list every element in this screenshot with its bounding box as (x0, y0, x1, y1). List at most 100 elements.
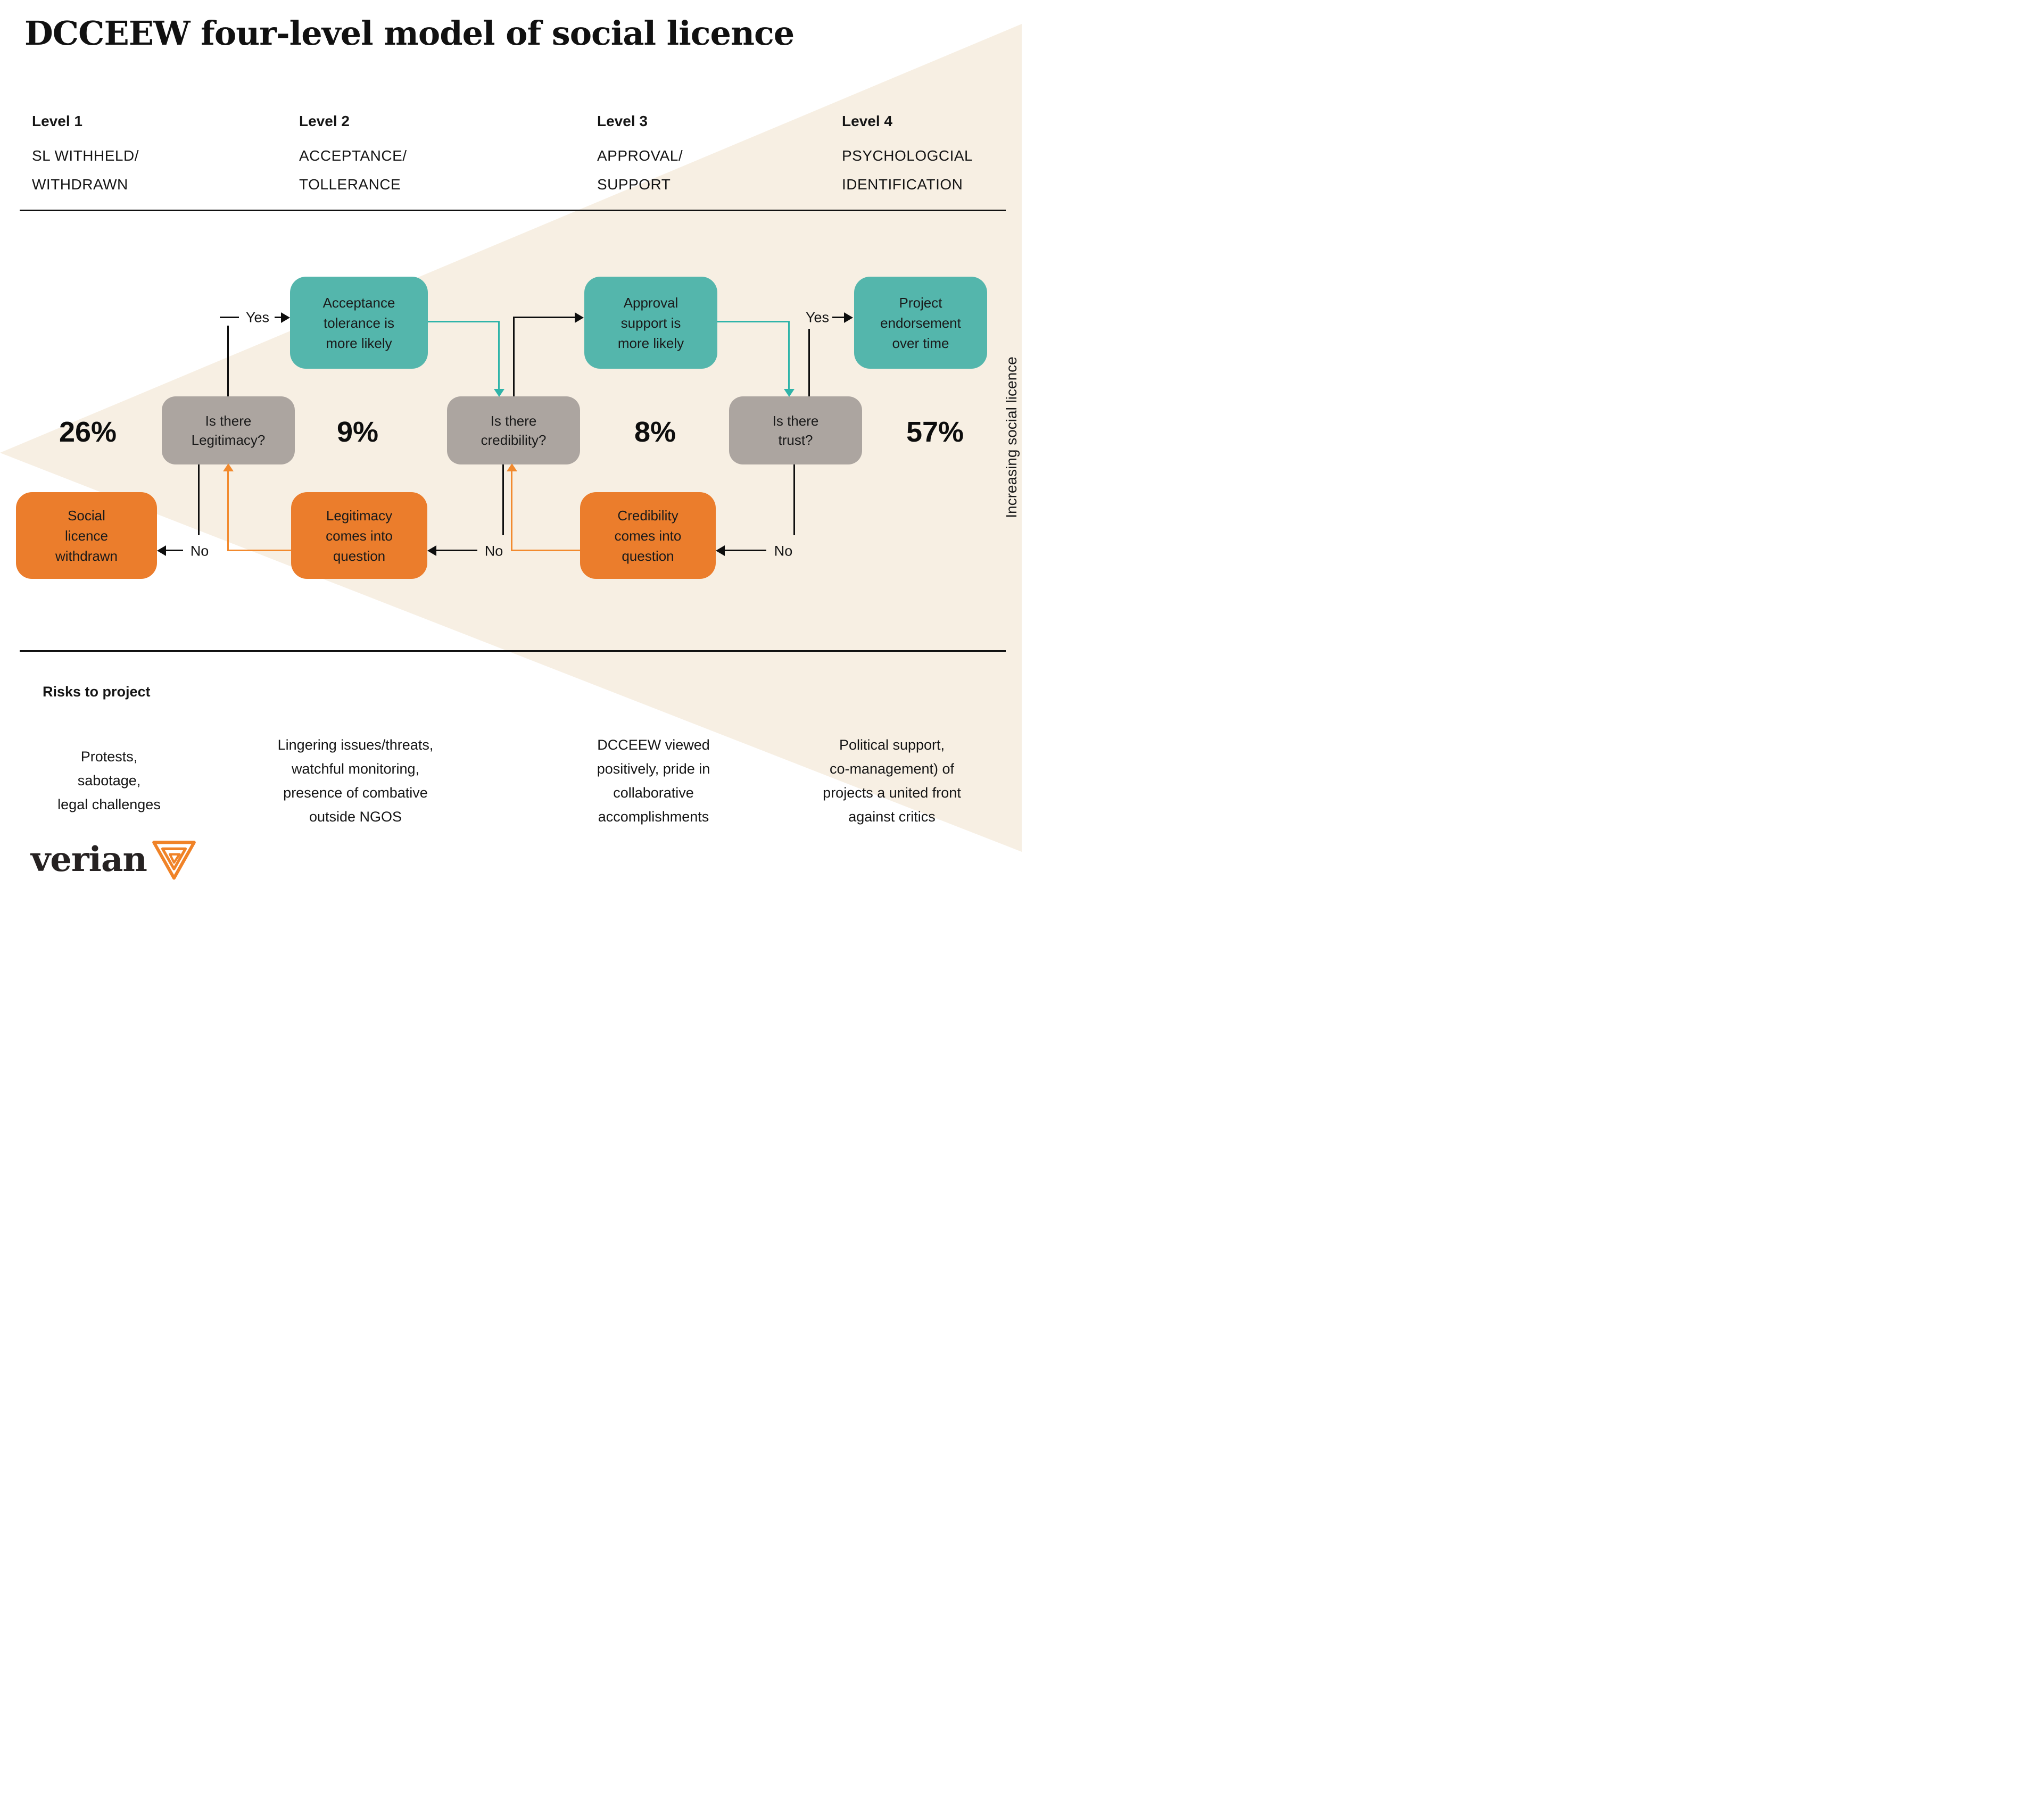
level-label: Level 4 (842, 113, 892, 129)
risk-line: Lingering issues/threats, (277, 737, 434, 753)
risk-column-4: Political support, co-management) of pro… (775, 733, 1009, 829)
box-text-line: Is there (490, 413, 537, 429)
outcome-box-endorsement: Project endorsement over time (854, 277, 987, 369)
box-text-line: more likely (326, 335, 392, 351)
box-text-line: question (333, 547, 386, 564)
decision-box-credibility: Is there credibility? (447, 396, 580, 464)
axis-label: Increasing social licence (1003, 356, 1020, 518)
risk-line: collaborative (613, 785, 694, 801)
risk-box-licence-withdrawn: Social licence withdrawn (16, 492, 157, 579)
teal2-connector-drop (788, 321, 790, 390)
orange1-connector-riser (227, 471, 229, 551)
arrowhead-left-icon (716, 545, 725, 556)
risk-column-3: DCCEEW viewed positively, pride in colla… (536, 733, 771, 829)
level-subtitle-line: IDENTIFICATION (842, 176, 963, 193)
level-column-2: Level 2 ACCEPTANCE/ TOLLERANCE (299, 113, 491, 199)
box-text-line: Credibility (617, 507, 678, 524)
credibility-yes-riser (513, 318, 515, 396)
arrowhead-right-icon (575, 312, 584, 323)
no-label: No (774, 543, 793, 559)
level-subtitle: PSYCHOLOGCIAL IDENTIFICATION (842, 142, 1022, 199)
risk-line: Protests, (80, 749, 138, 765)
level-subtitle-line: TOLLERANCE (299, 176, 401, 193)
risk-line: sabotage, (77, 773, 141, 788)
level-column-4: Level 4 PSYCHOLOGCIAL IDENTIFICATION (842, 113, 1022, 199)
yes2-connector-riser (808, 329, 810, 396)
arrowhead-right-icon (844, 312, 853, 323)
no-label: No (484, 543, 503, 559)
box-text-line: endorsement (880, 314, 961, 331)
no3-connector-line (725, 550, 766, 551)
box-text-line: support is (620, 314, 681, 331)
level-subtitle-line: PSYCHOLOGCIAL (842, 147, 973, 164)
box-text-line: Social (68, 507, 105, 524)
no2-connector-line (434, 550, 477, 551)
box-text-line: over time (892, 335, 949, 351)
risk-line: presence of combative (283, 785, 428, 801)
decision-box-legitimacy: Is there Legitimacy? (162, 396, 295, 464)
infographic-canvas: DCCEEW four-level model of social licenc… (0, 0, 1022, 896)
level-subtitle: ACCEPTANCE/ TOLLERANCE (299, 142, 491, 199)
no-label: No (190, 543, 209, 559)
risk-box-legitimacy-question: Legitimacy comes into question (291, 492, 427, 579)
level-column-3: Level 3 APPROVAL/ SUPPORT (597, 113, 789, 199)
box-text-line: withdrawn (55, 547, 118, 564)
orange2-connector-line (512, 550, 580, 551)
box-text-line: credibility? (481, 432, 547, 448)
level-column-1: Level 1 SL WITHHELD/ WITHDRAWN (32, 113, 224, 199)
no2-connector-drop (502, 464, 504, 535)
risk-line: positively, pride in (597, 761, 710, 777)
box-text-line: Project (899, 294, 942, 311)
risk-line: Political support, (839, 737, 945, 753)
divider-top (20, 210, 1006, 211)
box-text-line: Is there (772, 413, 819, 429)
teal2-connector-line (717, 321, 790, 322)
box-text-line: comes into (326, 527, 393, 544)
arrowhead-up-icon (223, 463, 234, 471)
risk-line: accomplishments (598, 809, 709, 825)
stat-level4: 57% (906, 416, 964, 448)
yes-label: Yes (805, 309, 830, 326)
box-text-line: Approval (623, 294, 678, 311)
box-text-line: tolerance is (324, 314, 394, 331)
divider-bottom (20, 650, 1006, 652)
box-text-line: Is there (205, 413, 252, 429)
arrowhead-up-icon (507, 463, 517, 471)
box-text-line: comes into (614, 527, 682, 544)
yes1-connector-stub (220, 317, 239, 318)
risk-line: legal challenges (57, 796, 161, 812)
decision-box-trust: Is there trust? (729, 396, 862, 464)
risk-line: watchful monitoring, (291, 761, 420, 777)
brand-wordmark: verian (31, 840, 147, 879)
box-text-line: Legitimacy (326, 507, 393, 524)
level-subtitle-line: SL WITHHELD/ (32, 147, 139, 164)
stat-level1: 26% (59, 416, 117, 448)
no1-connector-drop (198, 464, 200, 535)
arrowhead-left-icon (427, 545, 436, 556)
risk-box-credibility-question: Credibility comes into question (580, 492, 716, 579)
content-layer: DCCEEW four-level model of social licenc… (0, 0, 1022, 896)
arrowhead-right-icon (281, 312, 290, 323)
stat-level2: 9% (336, 416, 379, 448)
verian-logo-icon (151, 836, 197, 886)
level-subtitle-line: SUPPORT (597, 176, 671, 193)
level-label: Level 2 (299, 113, 350, 129)
risk-column-1: Protests, sabotage, legal challenges (0, 745, 226, 817)
box-text-line: Acceptance (322, 294, 395, 311)
box-text-line: trust? (778, 432, 813, 448)
penrose-triangle-icon (152, 841, 196, 880)
yes2-connector-line (832, 317, 845, 318)
arrowhead-left-icon (157, 545, 166, 556)
risk-line: outside NGOS (309, 809, 402, 825)
arrowhead-down-icon (784, 389, 795, 397)
level-label: Level 3 (597, 113, 648, 129)
risk-line: DCCEEW viewed (597, 737, 710, 753)
level-subtitle: SL WITHHELD/ WITHDRAWN (32, 142, 224, 199)
level-label: Level 1 (32, 113, 82, 129)
risk-line: projects a united front (823, 785, 961, 801)
credibility-yes-line (513, 317, 576, 318)
box-text-line: more likely (617, 335, 684, 351)
yes1-connector-riser (227, 326, 229, 396)
risk-line: against critics (848, 809, 936, 825)
box-text-line: question (622, 547, 674, 564)
